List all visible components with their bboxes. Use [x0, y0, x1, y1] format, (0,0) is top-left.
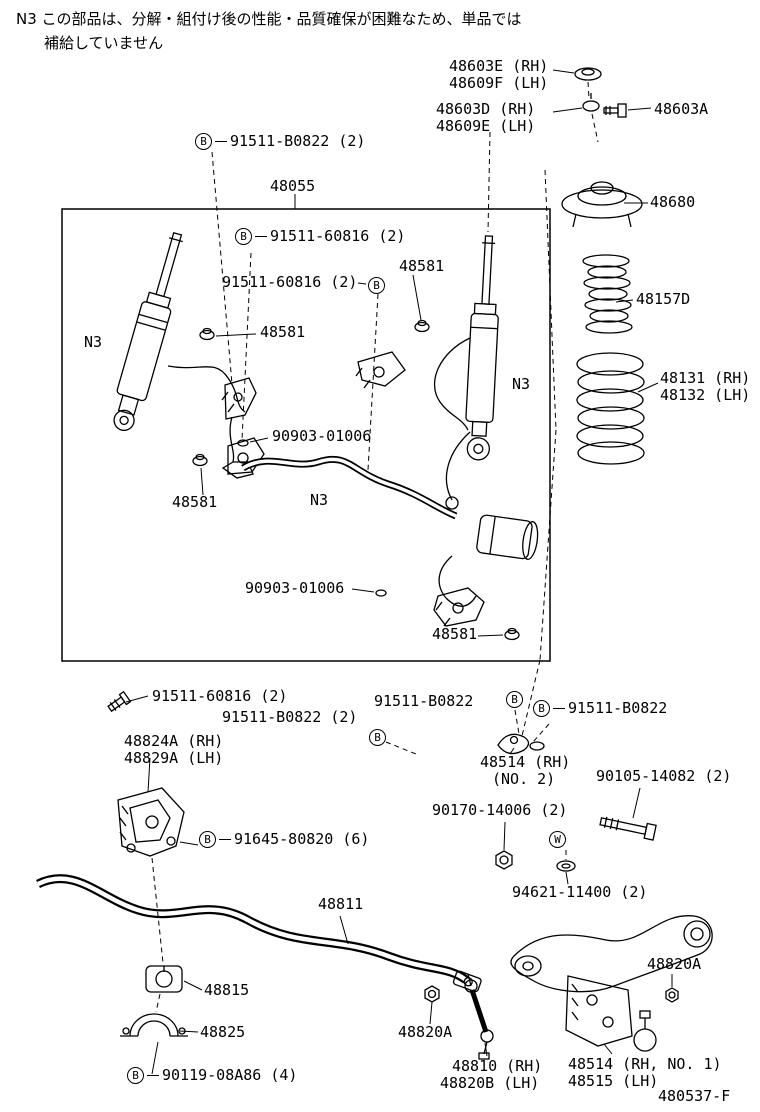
- small-fasteners: [192, 319, 520, 641]
- n3-marker-mid: N3: [310, 491, 329, 509]
- part-label-no2: (NO. 2): [492, 770, 556, 788]
- w-marker-icon: W: [549, 831, 566, 848]
- b-marker-icon: B: [369, 729, 386, 746]
- frame-box: [61, 208, 551, 662]
- b-marker-icon: B: [533, 700, 550, 718]
- note-line-2: 補給していません: [44, 34, 164, 52]
- part-label-90119: B 90119-08A86 (4): [127, 1066, 298, 1085]
- shock-absorber-left: [113, 231, 183, 432]
- bushing-48815: [145, 965, 183, 993]
- part-label-48581-top: 48581: [399, 257, 445, 275]
- left-sensor-wire: [167, 365, 246, 413]
- n3-marker-right: N3: [512, 375, 531, 393]
- b-marker-icon: B: [199, 831, 216, 849]
- part-label-48514-no2: 48514 (RH): [480, 753, 571, 771]
- part-label-48609f: 48609F (LH): [449, 74, 549, 92]
- bolt-48603a: [603, 103, 627, 118]
- drawing-number: 480537-F: [658, 1087, 731, 1105]
- label-text: 91511-60816 (2): [270, 227, 406, 245]
- stabilizer-bracket: [117, 787, 185, 857]
- shock-absorber-right: [465, 235, 499, 461]
- leader-dash: [147, 1075, 159, 1077]
- part-label-48132: 48132 (LH): [660, 386, 751, 404]
- part-label-90105: 90105-14082 (2): [596, 767, 732, 785]
- nut-48820a-bottom: [424, 985, 440, 1003]
- part-label-48824a: 48824A (RH): [124, 732, 224, 750]
- clamp-no2: [497, 733, 545, 755]
- nut-90170: [495, 850, 513, 870]
- label-text: 91511-B0822 (2): [230, 132, 366, 150]
- part-label-90903-b: 90903-01006: [245, 579, 345, 597]
- part-label-48825: 48825: [200, 1023, 246, 1041]
- part-label-48581-lowleft: 48581: [172, 493, 218, 511]
- part-label-48131: 48131 (RH): [660, 369, 751, 387]
- part-label-94621: 94621-11400 (2): [512, 883, 648, 901]
- part-label-b0822-mid: 91511-B0822 (2): [222, 708, 358, 726]
- b-marker-icon: B: [368, 277, 385, 294]
- part-label-48603d: 48603D (RH): [436, 100, 536, 118]
- coil-spring: [576, 352, 645, 465]
- part-label-48603a: 48603A: [654, 100, 709, 118]
- support-grommets: [574, 67, 602, 112]
- part-label-48820a-bottom: 48820A: [398, 1023, 453, 1041]
- part-label-48514-no1: 48514 (RH, NO. 1): [568, 1055, 722, 1073]
- bolt-60816: [107, 690, 132, 713]
- arm-bracket: [565, 975, 633, 1047]
- b-marker-icon: B: [127, 1067, 144, 1085]
- stabilizer-bar: [36, 874, 482, 993]
- ball-joint: [633, 1010, 657, 1052]
- right-sensor-wire: [433, 337, 471, 431]
- part-label-48603e: 48603E (RH): [449, 57, 549, 75]
- part-label-48609e: 48609E (LH): [436, 117, 536, 135]
- leader-dash: [553, 708, 565, 710]
- part-label-90903-a: 90903-01006: [272, 427, 372, 445]
- part-label-91645: B 91645-80820 (6): [199, 830, 370, 849]
- part-label-48810: 48810 (RH): [452, 1057, 543, 1075]
- part-label-48829a: 48829A (LH): [124, 749, 224, 767]
- part-label-48680: 48680: [650, 193, 696, 211]
- note-line-1: N3 この部品は、分解・組付け後の性能・品質確保が困難なため、単品では: [16, 10, 522, 28]
- part-label-48157d: 48157D: [636, 290, 691, 308]
- part-label-48820b: 48820B (LH): [440, 1074, 540, 1092]
- part-label-48055: 48055: [270, 177, 316, 195]
- part-label-48815: 48815: [204, 981, 250, 999]
- control-arm: [510, 915, 713, 993]
- part-label-60816-b: 91511-60816 (2): [222, 273, 358, 291]
- part-label-b0822-right: 91511-B0822: [374, 692, 474, 710]
- dust-boot: [582, 254, 633, 334]
- b-marker-icon: B: [195, 133, 212, 151]
- construction-lines: [151, 81, 599, 1013]
- left-sensor-bracket: [224, 377, 257, 420]
- bolt-90105: [599, 816, 657, 841]
- part-label-60816-a: B 91511-60816 (2): [235, 227, 406, 246]
- leader-lines: [125, 69, 673, 1075]
- b-marker-icon: B: [506, 691, 523, 708]
- label-text: 91511-B0822: [568, 699, 668, 717]
- right-sensor-bracket: [357, 351, 406, 387]
- label-text: 90119-08A86 (4): [162, 1066, 298, 1084]
- part-label-60816-c: 91511-60816 (2): [152, 687, 288, 705]
- n3-marker-left: N3: [84, 333, 103, 351]
- part-label-b0822-far: B 91511-B0822: [533, 699, 668, 718]
- washer-94621: [556, 860, 576, 872]
- leader-dash: [255, 236, 267, 238]
- nut-48820a-right: [665, 987, 679, 1003]
- label-text: 91645-80820 (6): [234, 830, 370, 848]
- part-label-48581-bottom: 48581: [432, 625, 478, 643]
- stabilizer-control-assembly: [241, 431, 539, 627]
- part-label-48581-left: 48581: [260, 323, 306, 341]
- part-label-48515: 48515 (LH): [568, 1072, 659, 1090]
- b-marker-icon: B: [235, 228, 252, 246]
- leader-dash: [215, 141, 227, 143]
- leader-dash: [219, 839, 231, 841]
- part-label-b0822-top: B 91511-B0822 (2): [195, 132, 366, 151]
- clamp-48825: [120, 1013, 188, 1037]
- part-label-48820a-right: 48820A: [647, 955, 702, 973]
- part-label-48811: 48811: [318, 895, 364, 913]
- part-label-90170: 90170-14006 (2): [432, 801, 568, 819]
- suspension-support: [561, 181, 643, 228]
